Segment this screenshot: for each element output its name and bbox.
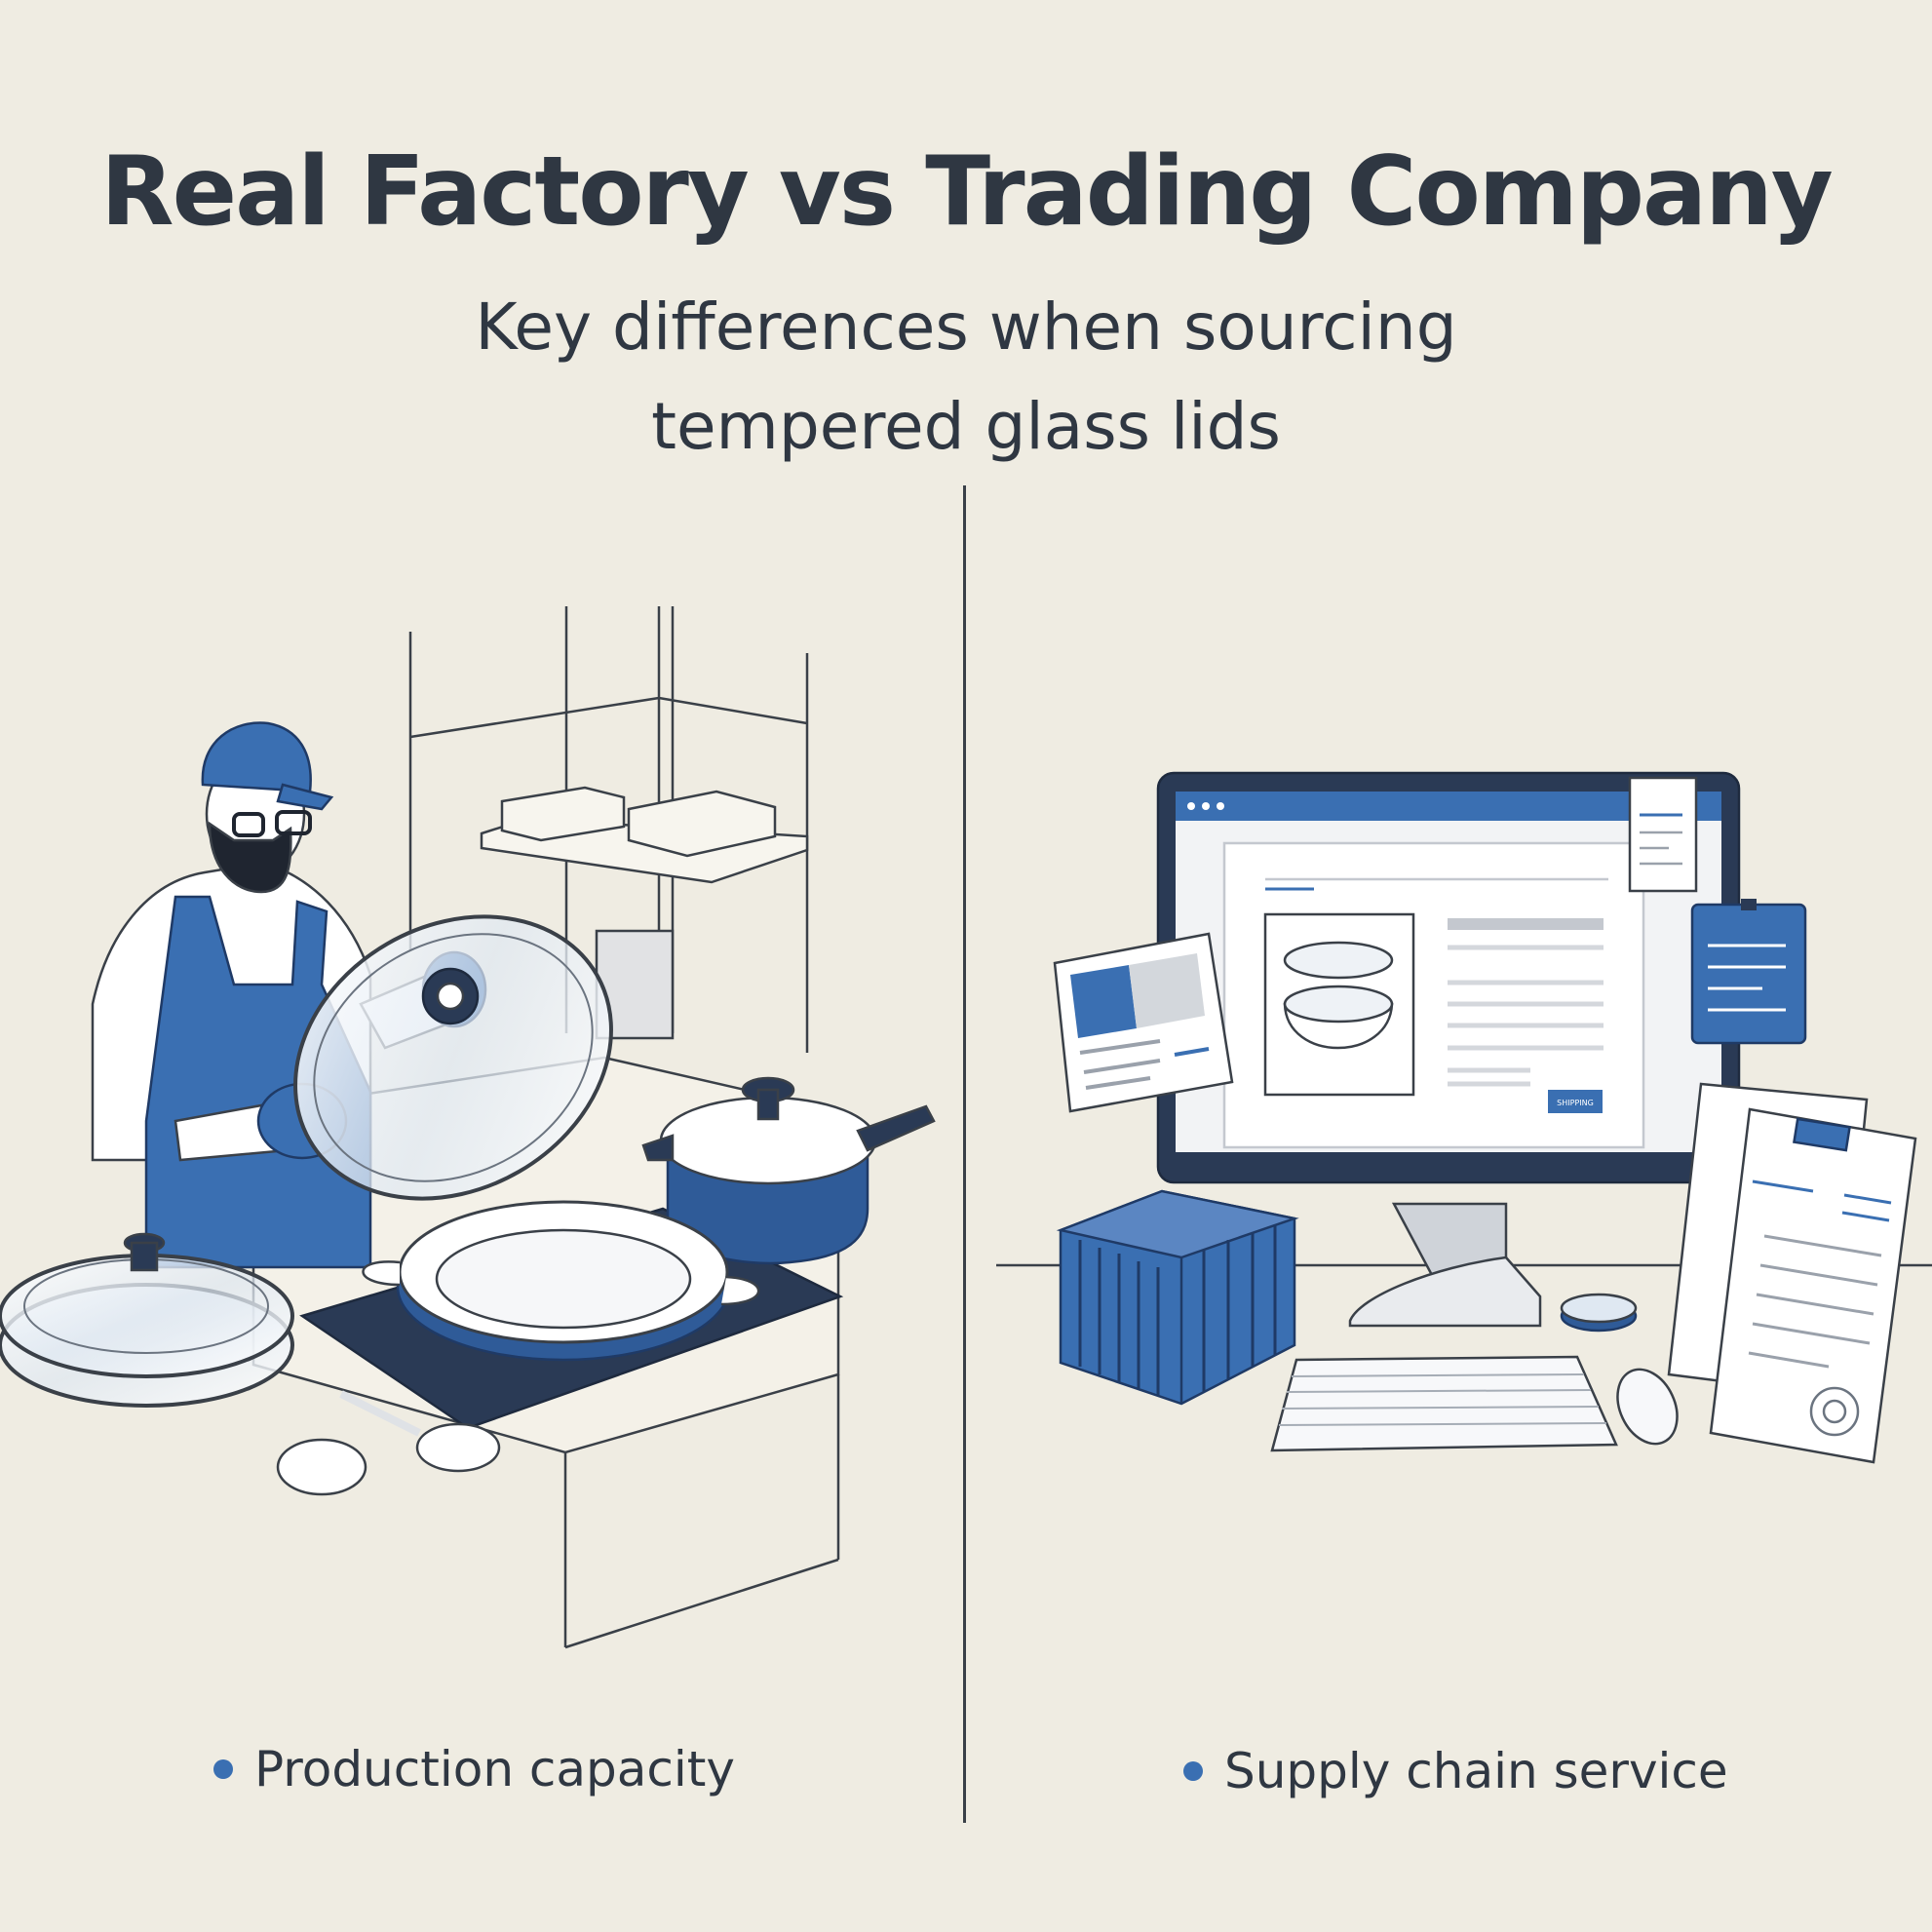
floating-document-top <box>1628 776 1698 893</box>
factory-scene <box>0 606 936 1649</box>
screen-shipping-button: SHIPPING <box>1548 1090 1603 1113</box>
shipping-container <box>1056 1189 1299 1406</box>
production-capacity-label: Production capacity <box>254 1741 735 1797</box>
bullet-dot-icon <box>1183 1761 1203 1781</box>
panel-divider <box>963 485 966 1823</box>
blue-pot <box>641 1076 936 1265</box>
trading-scene: SHIPPING <box>996 771 1932 1464</box>
mouse <box>1616 1368 1679 1446</box>
left-panel-label: Production capacity <box>213 1741 735 1797</box>
page-title: Real Factory vs Trading Company <box>100 136 1834 248</box>
screen-shipping-button-label: SHIPPING <box>1557 1099 1594 1107</box>
subtitle-line-2: tempered glass lids <box>651 389 1281 464</box>
stacked-glass-lids <box>0 1232 294 1408</box>
floating-product-card <box>1053 932 1234 1113</box>
frying-pan <box>362 1200 760 1362</box>
right-panel-label: Supply chain service <box>1183 1743 1728 1799</box>
subtitle-line-1: Key differences when sourcing <box>475 290 1457 365</box>
keyboard <box>1270 1355 1618 1452</box>
floating-blue-note <box>1690 899 1807 1045</box>
paper-documents <box>1667 1082 1917 1464</box>
supply-chain-service-label: Supply chain service <box>1224 1743 1728 1799</box>
ladle-and-spoon <box>276 1390 501 1496</box>
page-subtitle: Key differences when sourcing tempered g… <box>381 278 1551 477</box>
computer-monitor <box>1156 771 1741 1328</box>
desk-coaster <box>1560 1293 1638 1333</box>
held-glass-lid <box>293 914 613 1201</box>
bullet-dot-icon <box>213 1759 233 1779</box>
